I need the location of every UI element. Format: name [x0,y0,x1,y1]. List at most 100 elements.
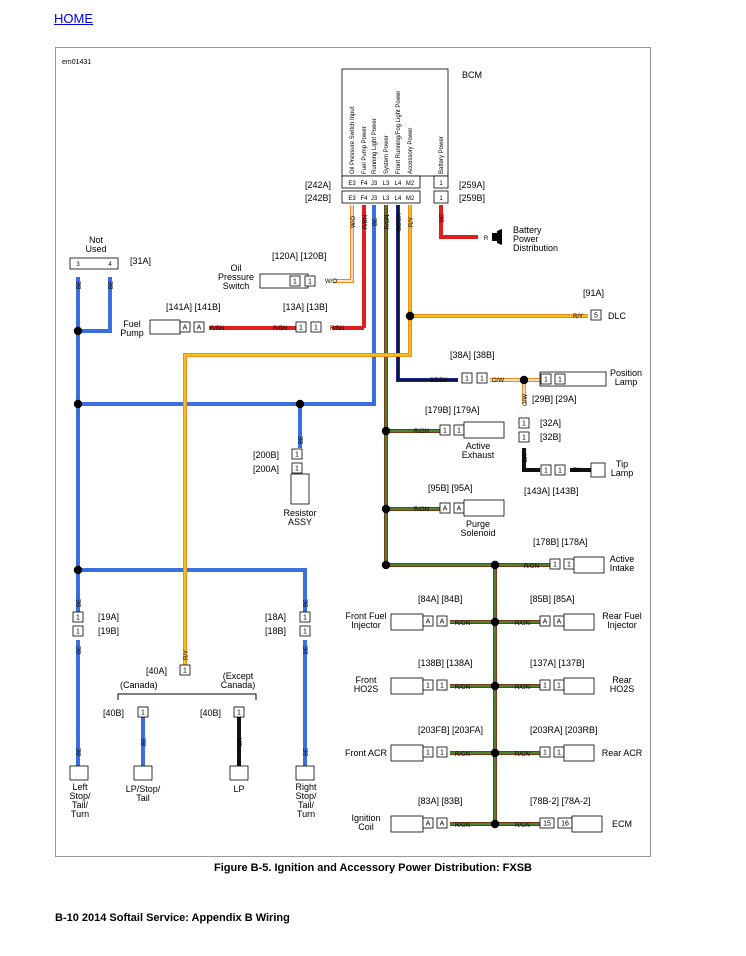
diagram-frame [55,47,651,857]
ign-ecm-front-label: Ignition [351,813,380,823]
resistor-conn-b: [200A] [253,464,279,474]
canada-pin [179,664,191,676]
bcm-conn-b: [242B] [305,193,331,203]
bk-tip-wire [522,448,540,472]
pos-lamp-pin-b-pin: 1 [558,377,562,384]
splice-intake [490,560,500,570]
left-turn-label: Stop/ [69,791,91,801]
injector-front-label: Front Fuel [345,611,386,621]
ign-ecm-front-pin [422,817,434,829]
bcm-wire-label: R/GN [385,215,391,230]
bcm-bat-conn-a: [259A] [459,180,485,190]
injector-rear-pin-pin: A [543,619,548,626]
left-turn-pin-b-pin: 1 [76,629,80,636]
home-link[interactable]: HOME [54,11,93,26]
wl-rgn: R/GN [515,752,530,758]
intake-conns: [178B] [178A] [533,537,588,547]
resistor-pin [291,448,303,460]
wl-wo: W/O [325,279,337,285]
ho2s-front-label: HO2S [354,684,379,694]
bcm-pin-label: Accessory Power [408,128,414,174]
wl-be: BE [77,281,83,289]
wl-bk: BK [523,454,529,462]
acr-rear-body [563,744,595,762]
oil-pin-pin: 1 [293,279,297,286]
injector-front-conns: [84A] [84B] [418,594,463,604]
notused-wire4 [78,277,112,333]
page-footer: B-10 2014 Softail Service: Appendix B Wi… [55,912,290,924]
oil-pin [289,275,301,287]
bcm-conn-a: [242A] [305,180,331,190]
injector-rear-label: Rear Fuel [602,611,642,621]
bcm-pin-id: J3 [371,196,378,202]
ign-ecm-front-conns: [83A] [83B] [418,796,463,806]
canada-pin-pin: 1 [183,668,187,675]
ho2s-rear-pin-b-pin: 1 [557,683,561,690]
ign-ecm-front-pin-pin: A [426,821,431,828]
tip-lamp-label: Tip [616,459,628,469]
pos-pin-b [476,372,488,384]
wl-bk: BK [573,468,581,474]
battery-terminal-icon [492,229,502,245]
wl-rgn: R/GN [414,507,429,513]
oil-pin-b [304,275,316,287]
ho2s-rear-pin-pin: 1 [543,683,547,690]
tip-pin-b-pin: 1 [558,468,562,475]
bcm-battery-connector [433,175,449,189]
pos-lower-pin-b [518,431,530,443]
left-turn-pin-pin: 1 [76,615,80,622]
splice-acr [490,748,500,758]
battery-distribution-label: Power [513,234,539,244]
left-turn-pin [72,611,84,623]
tip-pin-pin: 1 [544,468,548,475]
right-turn-pin [299,611,311,623]
bcm-pin-id: E3 [348,196,356,202]
wl-ow: O/W [492,378,504,384]
left-turn-conn-a: [19A] [98,612,119,622]
wl-ow: O/W [523,394,529,406]
pos-lower-pin-pin: 1 [522,421,526,428]
splice-exhaust [381,426,391,436]
right-turn-conn-b: [18B] [265,626,286,636]
bcm-title: BCM [462,70,482,80]
active-exhaust-label: Exhaust [462,450,495,460]
acr-front-label: Front ACR [345,748,388,758]
right-turn-label: Turn [297,809,315,819]
wl-be: BE [77,748,83,756]
not-used-label: Not [89,235,104,245]
injector-front-pin-b [436,615,448,627]
tip-pin-b [554,464,566,476]
bebk-wire-tracer [397,205,458,381]
lpstop-body [133,765,153,781]
ho2s-front-conns: [138B] [138A] [418,658,473,668]
bcm-wire-label: W/O [351,216,357,228]
bcm-pin-label: Front Running/Fog Light Power [396,91,402,174]
ign-ecm-rear-pin-b-pin: 16 [561,821,569,828]
splice-resistor [295,399,305,409]
fuel-mid-pin-b-pin: 1 [314,325,318,332]
injector-front-body [390,613,424,631]
dlc-label: DLC [608,311,627,321]
bcm-wire-label: BE/BK [397,213,403,231]
injector-rear-pin [539,615,551,627]
pos-lower-pin [518,417,530,429]
acr-front-conns: [203FB] [203FA] [418,725,483,735]
canada-label: (Canada) [120,680,158,690]
injector-rear-conns: [85B] [85A] [530,594,575,604]
ign-ecm-rear-pin-pin: 15 [543,821,551,828]
intake-pin-pin: 1 [553,562,557,569]
intake-body [573,556,605,574]
lp-label: LP [233,784,244,794]
fuel-mid-pin [295,321,307,333]
battery-r-label: R [484,236,489,242]
pos-pin-b-pin: 1 [480,376,484,383]
lpstop-conn: [40B] [103,708,124,718]
exhaust-pin-pin: 1 [443,428,447,435]
injector-rear-body [563,613,595,631]
right-turn-pin-b-pin: 1 [303,629,307,636]
position-lamp-label: Position [610,368,642,378]
bcm-battery-pin: 1 [439,181,443,187]
wl-rbn: R/BN [273,326,287,332]
pos-lower-b: [32B] [540,432,561,442]
